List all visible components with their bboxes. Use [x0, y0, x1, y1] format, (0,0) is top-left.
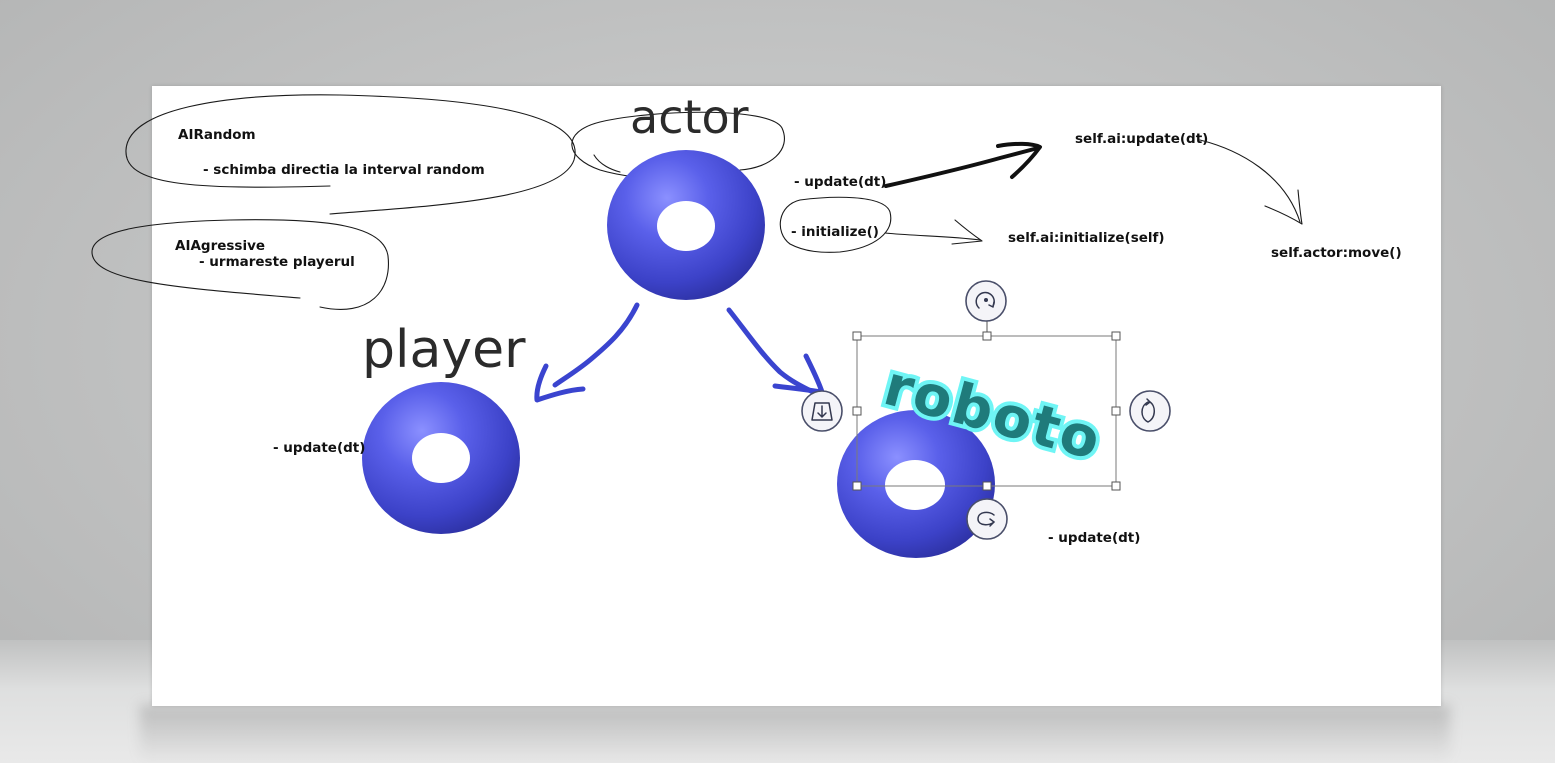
resize-handle-br[interactable] — [1111, 481, 1121, 491]
resize-handle-mr[interactable] — [1111, 406, 1121, 416]
resize-handle-ml[interactable] — [852, 406, 862, 416]
lasso-airandom — [125, 94, 576, 215]
rotate-z-icon[interactable] — [966, 498, 1008, 540]
arrow-actor-to-player-head — [534, 363, 586, 403]
arrow-move-head — [1264, 189, 1303, 225]
rotate-x-icon[interactable] — [965, 280, 1007, 322]
arrow-actor-to-player — [552, 302, 640, 388]
resize-handle-tr[interactable] — [1111, 331, 1121, 341]
canvas-shadow — [140, 705, 1450, 763]
note-aiaggressive-desc: - urmareste playerul — [199, 254, 355, 270]
arrow-actor-to-roboto — [726, 307, 818, 396]
rotate-y-icon[interactable] — [1129, 390, 1171, 432]
arrow-move — [1199, 139, 1301, 223]
arrow-initialize — [884, 232, 981, 241]
resize-handle-bl[interactable] — [852, 481, 862, 491]
tilt-anchor-icon[interactable] — [801, 390, 843, 432]
note-airandom: AIRandom — [178, 127, 256, 143]
note-self-ai-initialize: self.ai:initialize(self) — [1008, 230, 1165, 246]
actor-torus[interactable] — [607, 150, 765, 300]
note-aiaggressive: AIAgressive — [175, 238, 265, 254]
arrow-update-head — [996, 141, 1042, 179]
note-player-update: - update(dt) — [273, 440, 365, 456]
note-airandom-desc: - schimba directia la interval random — [203, 162, 485, 178]
note-actor-update: - update(dt) — [794, 174, 886, 190]
resize-handle-tm[interactable] — [982, 331, 992, 341]
note-actor-initialize: - initialize() — [791, 224, 879, 240]
note-self-actor-move: self.actor:move() — [1271, 245, 1402, 261]
lasso-aiaggressive — [91, 219, 390, 310]
player-torus[interactable] — [362, 382, 520, 534]
resize-handle-bm[interactable] — [982, 481, 992, 491]
resize-handle-tl[interactable] — [852, 331, 862, 341]
drawing-canvas[interactable] — [152, 86, 1441, 706]
arrow-initialize-head — [951, 219, 983, 245]
note-roboto-update: - update(dt) — [1048, 530, 1140, 546]
arrow-update — [884, 146, 1040, 188]
roboto-torus[interactable] — [837, 410, 995, 558]
lasso-initialize — [779, 196, 892, 253]
player-title: player — [362, 320, 526, 380]
actor-title: actor — [630, 90, 749, 144]
lasso-actor-tail — [593, 154, 621, 173]
note-self-ai-update: self.ai:update(dt) — [1075, 131, 1208, 147]
